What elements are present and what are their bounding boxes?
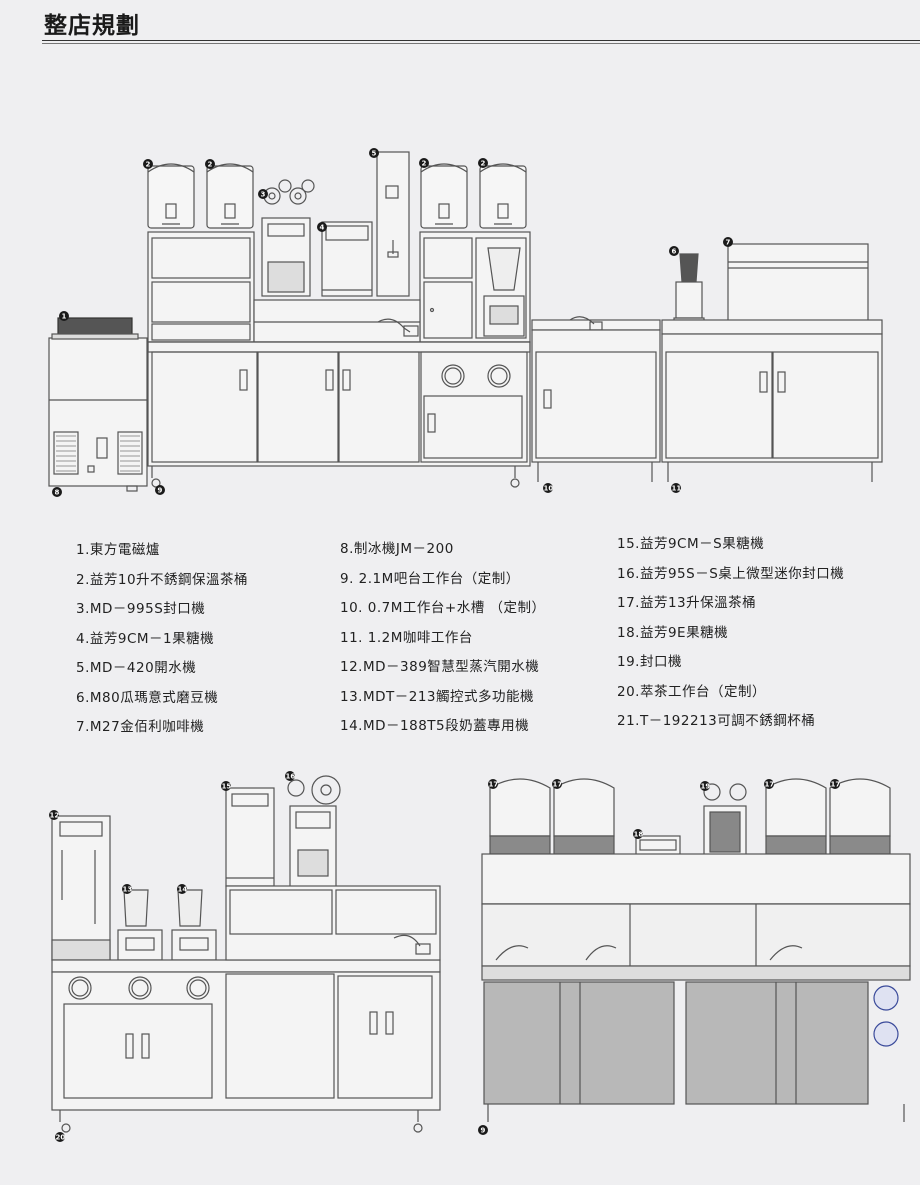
callout-badge-12: 12 — [50, 812, 60, 820]
legend-item: 8.制冰機JM－200 — [340, 541, 454, 557]
callout-badge-18: 18 — [634, 831, 644, 839]
blender — [483, 247, 525, 337]
legend-column-2: 8.制冰機JM－200 9. 2.1M吧台工作台（定制） 10. 0.7M工作台… — [340, 535, 545, 742]
callout-badge-20: 20 — [56, 1134, 66, 1142]
page-title: 整店規劃 — [44, 13, 140, 39]
ice-machine — [48, 337, 148, 492]
callout-badge-2: 2 — [208, 161, 213, 169]
legend-item: 15.益芳9CM－S果糖機 — [617, 536, 765, 552]
callout-badge-2: 2 — [481, 160, 486, 168]
tea-extraction-counter — [51, 885, 441, 1133]
legend-item: 5.MD－420開水機 — [76, 660, 197, 676]
legend-item: 14.MD－188T5段奶蓋專用機 — [340, 718, 530, 734]
callout-badge-4: 4 — [320, 224, 325, 232]
callout-badge-9: 9 — [158, 487, 163, 495]
legend-item: 20.萃茶工作台（定制） — [617, 683, 766, 700]
induction-cooker — [51, 317, 139, 340]
steam-boiler-389 — [51, 815, 111, 961]
milk-foam-machine-188t — [117, 889, 217, 961]
callout-badge-17: 17 — [831, 781, 841, 789]
legend-item: 17.益芳13升保溫茶桶 — [617, 595, 757, 611]
legend-column-3: 15.益芳9CM－S果糖機 16.益芳95S－S桌上微型迷你封口機 17.益芳1… — [617, 530, 844, 737]
callout-badge-13: 13 — [123, 886, 133, 894]
legend-item: 12.MD－389智慧型蒸汽開水機 — [340, 659, 540, 675]
urns-13l — [489, 778, 891, 855]
sealing-machine-995s — [261, 179, 315, 297]
legend-item: 13.MDT－213觸控式多功能機 — [340, 688, 535, 705]
bar-counter-2-1m — [147, 231, 531, 488]
counter-0-7m-sink — [531, 316, 661, 482]
legend-item: 6.M80瓜瑪意式磨豆機 — [76, 689, 219, 706]
callout-badge-6: 6 — [672, 248, 677, 256]
callout-badge-3: 3 — [261, 191, 266, 199]
callout-badge-9: 9 — [481, 1127, 486, 1135]
mini-sealing-machine-95s — [287, 775, 341, 889]
legend-item: 16.益芳95S－S桌上微型迷你封口機 — [617, 565, 845, 582]
legend-item: 3.MD－995S封口機 — [76, 601, 206, 617]
callout-badge-16: 16 — [286, 773, 296, 781]
callout-badge-1: 1 — [62, 313, 67, 321]
callout-badge-2: 2 — [422, 160, 427, 168]
bottom-left-callouts: 12 13 14 15 16 20 — [49, 771, 295, 1142]
title-rule — [42, 40, 920, 44]
legend-item: 9. 2.1M吧台工作台（定制） — [340, 570, 520, 587]
legend-column-1: 1.東方電磁爐 2.益芳10升不銹鋼保溫茶桶 3.MD－995S封口機 4.益芳… — [76, 536, 248, 743]
legend-item: 7.M27金佰利咖啡機 — [76, 719, 205, 735]
callout-badge-14: 14 — [178, 886, 188, 894]
callout-badge-10: 10 — [544, 485, 554, 493]
touch-multifunction-machine-213 — [225, 787, 275, 887]
legend-item: 21.T－192213可調不銹鋼杯桶 — [617, 713, 816, 729]
legend-item: 4.益芳9CM－1果糖機 — [76, 630, 215, 647]
coffee-counter-1-2m — [661, 319, 883, 482]
syrup-machine-9cm-1 — [321, 221, 373, 297]
callout-badge-17: 17 — [765, 781, 775, 789]
callout-badge-11: 11 — [672, 485, 682, 493]
legend-item: 19.封口機 — [617, 654, 682, 670]
tea-urn-10l — [147, 163, 527, 229]
callout-badge-2: 2 — [146, 161, 151, 169]
callout-badge-8: 8 — [55, 489, 60, 497]
legend-item: 18.益芳9E果糖機 — [617, 624, 729, 641]
callout-badge-5: 5 — [372, 150, 377, 158]
cup-bin-counter-192213 — [481, 853, 911, 1122]
legend-item: 1.東方電磁爐 — [76, 542, 160, 558]
bottom-right-callouts: 17 17 19 17 17 18 9 — [478, 779, 840, 1135]
legend-item: 11. 1.2M咖啡工作台 — [340, 629, 473, 646]
callout-badge-7: 7 — [726, 239, 731, 247]
callout-badge-17: 17 — [489, 781, 499, 789]
coffee-machine-m27 — [727, 243, 869, 335]
top-callouts: 1 2 2 3 4 5 2 2 6 7 8 9 10 11 — [52, 148, 733, 497]
callout-badge-15: 15 — [222, 783, 232, 791]
legend-item: 2.益芳10升不銹鋼保溫茶桶 — [76, 571, 249, 588]
callout-badge-19: 19 — [701, 783, 711, 791]
boiling-water-machine-420 — [376, 151, 410, 297]
callout-badge-17: 17 — [553, 781, 563, 789]
legend-item: 10. 0.7M工作台+水槽 （定制） — [340, 600, 546, 616]
